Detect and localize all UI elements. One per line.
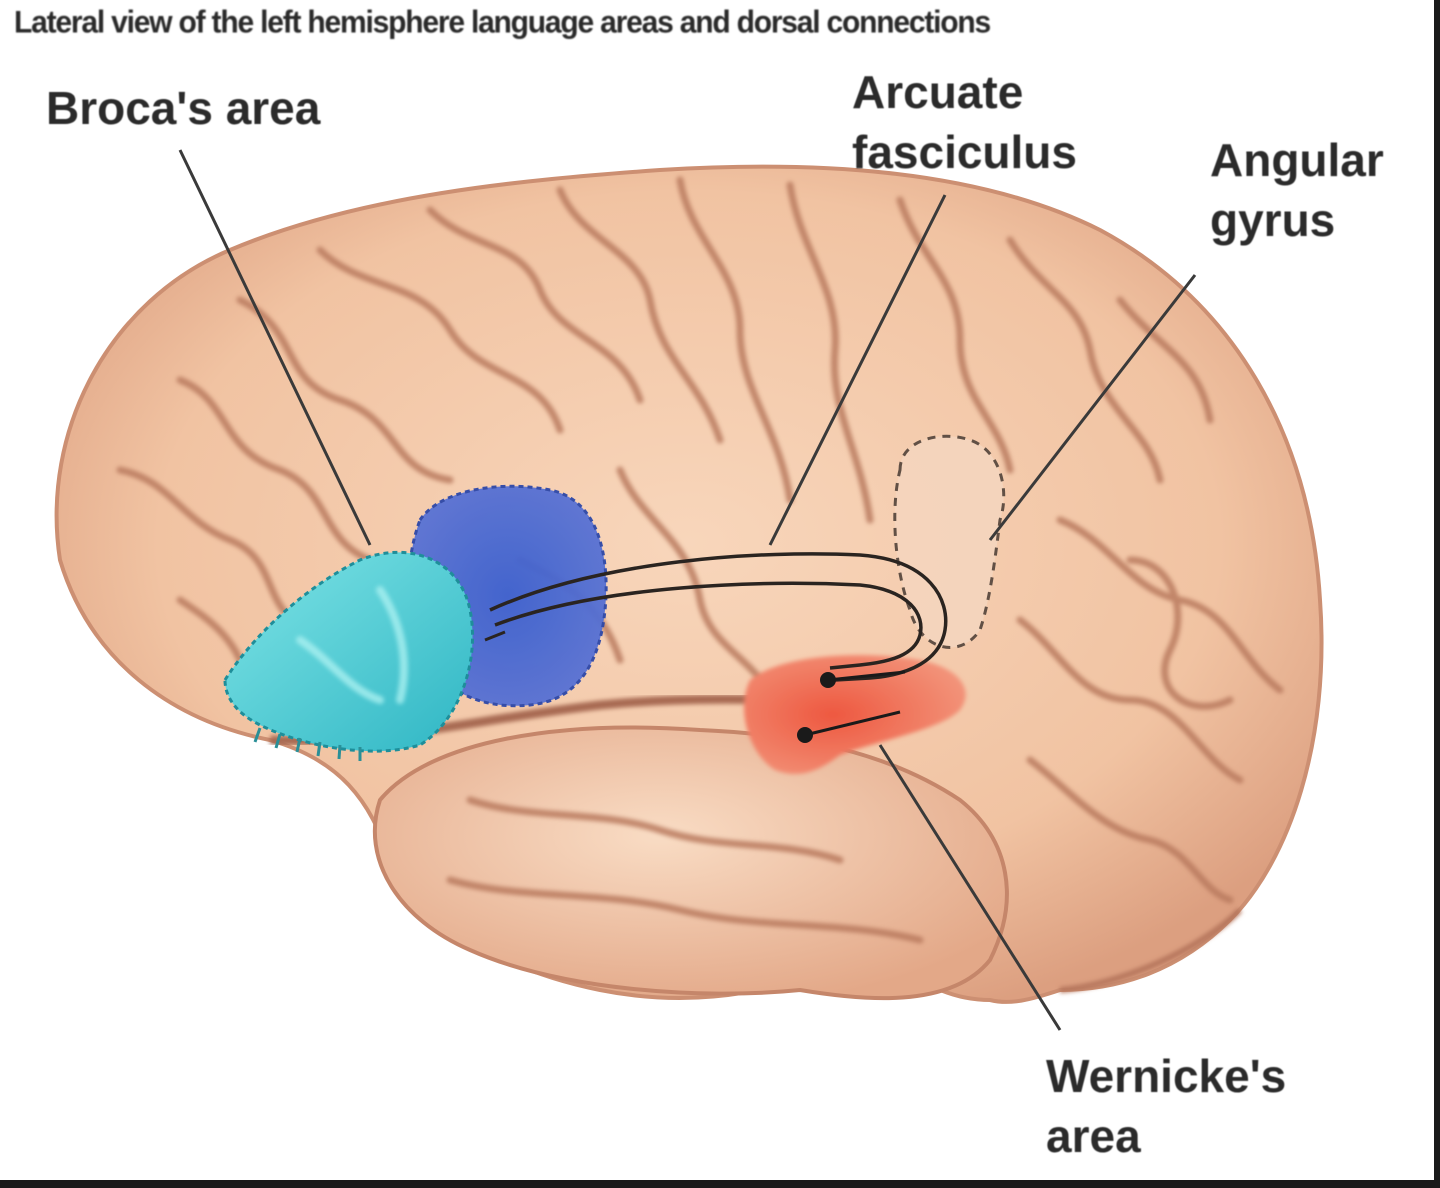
arcuate-fasciculus-tract	[489, 552, 948, 682]
broca-area-teal-region	[223, 550, 475, 753]
label-broca-line-1: Broca's area	[46, 82, 321, 134]
label-arcuate-fasciculus: Arcuate fasciculus	[852, 62, 1077, 182]
angular-gyrus-region	[893, 434, 1006, 649]
wernicke-area-region	[744, 655, 966, 775]
wernicke-leader-line	[878, 744, 1062, 1031]
angular-leader-line	[988, 274, 1197, 541]
label-arcuate-line-2: fasciculus	[852, 126, 1077, 178]
label-broca-area: Broca's area	[46, 78, 320, 138]
frame-border-bottom	[0, 1180, 1440, 1188]
label-wernicke-line-1: Wernicke's	[1046, 1050, 1287, 1102]
frame-border-right	[1434, 0, 1440, 1188]
broca-leader-line	[178, 149, 372, 546]
label-angular-gyrus: Angular gyrus	[1210, 130, 1384, 250]
label-wernicke-line-2: area	[1046, 1110, 1141, 1162]
label-angular-line-2: gyrus	[1210, 194, 1336, 246]
arcuate-leader-line	[768, 194, 947, 546]
figure-caption: Lateral view of the left hemisphere lang…	[14, 5, 991, 40]
label-arcuate-line-1: Arcuate	[852, 66, 1024, 118]
label-angular-line-1: Angular	[1210, 134, 1384, 186]
label-wernicke-area: Wernicke's area	[1046, 1046, 1286, 1166]
